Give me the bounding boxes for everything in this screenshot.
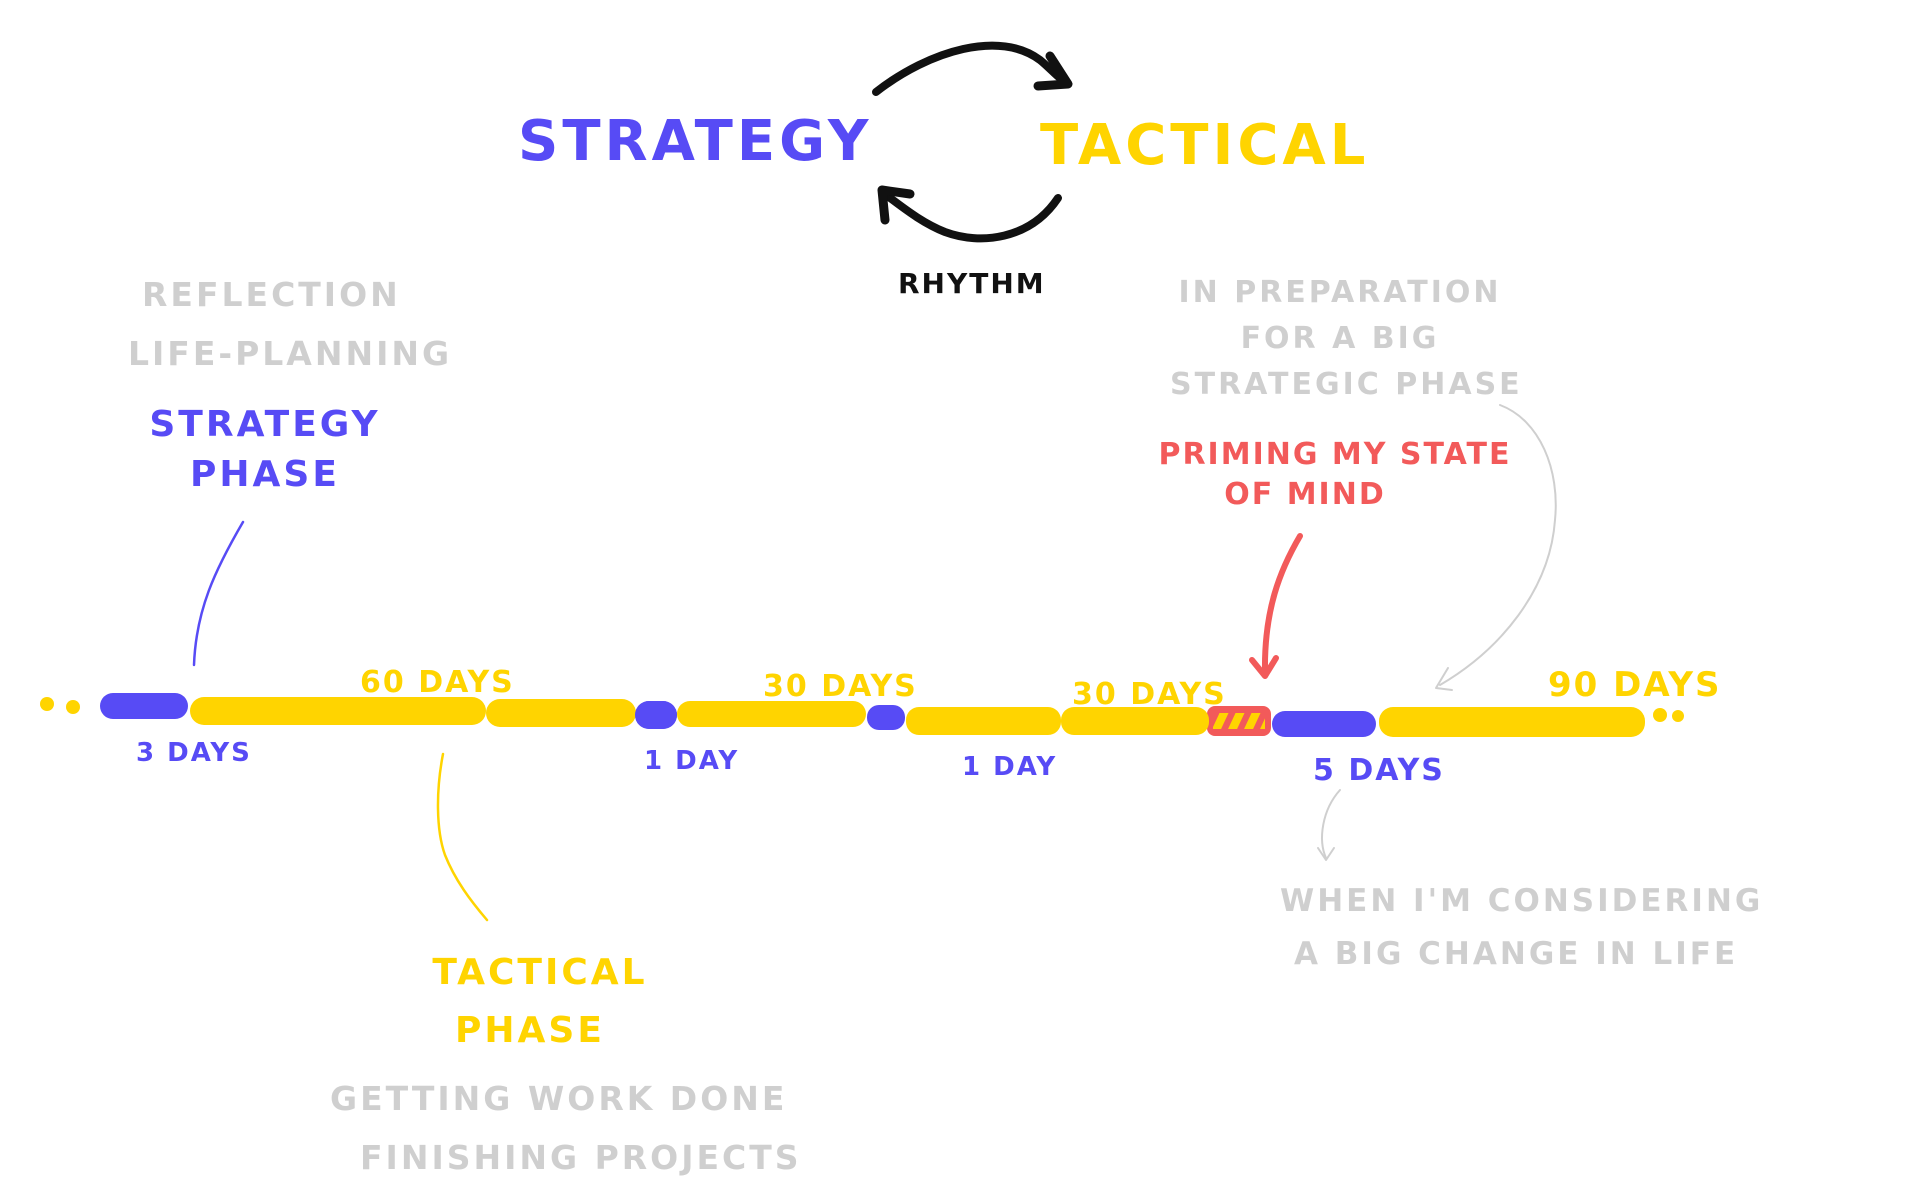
duration-label: 30 DAYS [763,669,918,704]
timeline-segment-tactical [677,701,866,727]
preparation-notes: IN PREPARATION FOR A BIG STRATEGIC PHASE [1170,275,1523,402]
strategy-phase-label: STRATEGY PHASE [149,404,381,495]
timeline-segment-tactical [1379,707,1645,737]
timeline-segment-strategy [100,693,188,719]
change-arrow-icon [1317,789,1341,861]
rhythm-label: RHYTHM [898,267,1046,300]
duration-label: 3 DAYS [136,738,252,768]
preparation-arrow-icon [1435,404,1557,691]
strategy-pointer-line [192,520,245,667]
duration-label: 30 DAYS [1072,677,1227,712]
trailing-dot [1653,708,1667,722]
leading-dot [40,697,54,711]
duration-label: 1 DAY [644,746,740,776]
tactical-title: TACTICAL [1040,113,1370,178]
strategy-title: STRATEGY [518,109,873,174]
trailing-dot [1672,710,1684,722]
duration-label: 90 DAYS [1548,665,1722,705]
tactical-phase-label: TACTICAL PHASE [432,952,648,1051]
note-reflection: REFLECTION [142,275,401,314]
timeline-segment-tactical [906,707,1061,735]
priming-arrow-icon [1249,533,1303,679]
timeline-segment-strategy [867,705,905,730]
timeline-segment-strategy [1272,711,1376,737]
timeline-segment-tactical [190,697,486,725]
leading-dot [66,700,80,714]
timeline [40,693,1684,737]
change-notes: WHEN I'M CONSIDERING A BIG CHANGE IN LIF… [1280,883,1764,972]
arrow-right-curved-icon [872,41,1073,96]
duration-label: 60 DAYS [360,665,515,700]
arrow-left-curved-icon [877,185,1062,243]
duration-label: 1 DAY [962,752,1058,782]
tactical-notes: GETTING WORK DONE FINISHING PROJECTS [330,1079,802,1177]
duration-label: 5 DAYS [1313,753,1445,788]
note-life-planning: LIFE-PLANNING [128,334,453,373]
tactical-pointer-line [436,752,489,922]
timeline-segment-tactical [486,699,636,727]
strategy-notes: REFLECTION LIFE-PLANNING [128,278,468,370]
timeline-segment-strategy [635,701,677,729]
priming-label: PRIMING MY STATE OF MIND [1158,437,1512,512]
